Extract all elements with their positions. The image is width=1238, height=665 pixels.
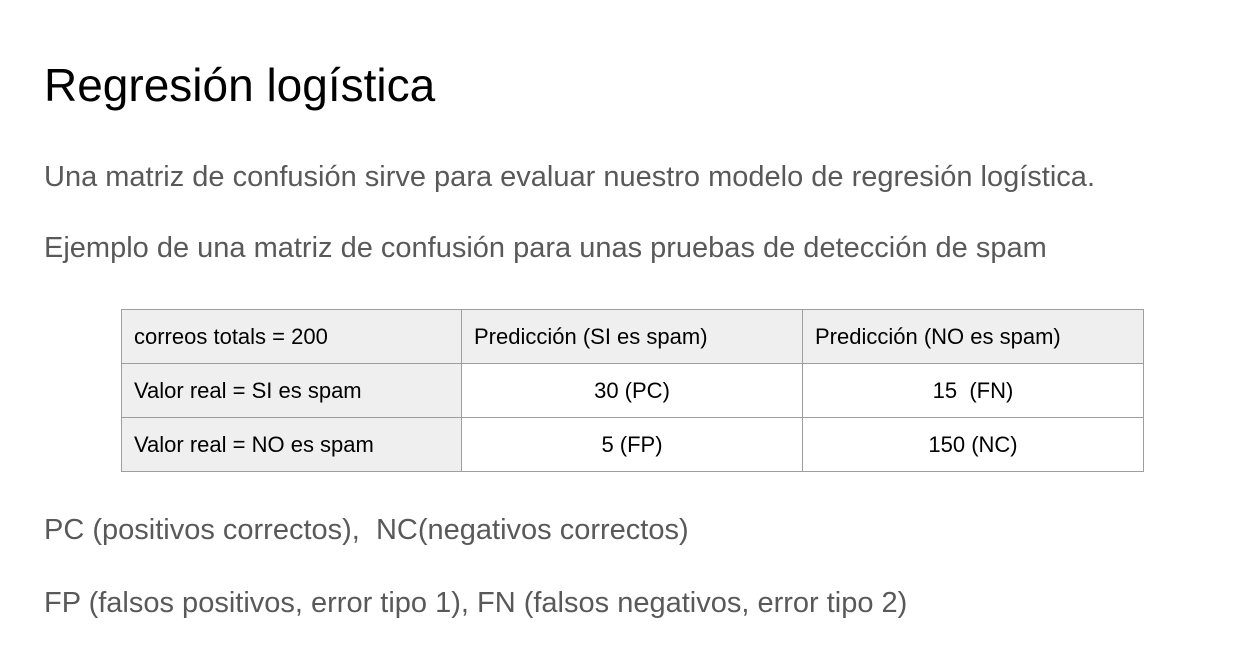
table-row: Valor real = SI es spam 30 (PC) 15 (FN) (121, 363, 1144, 418)
cell-true-negative: 150 (NC) (802, 417, 1144, 472)
corner-cell: correos totals = 200 (121, 309, 462, 364)
row-header-actual-yes: Valor real = SI es spam (121, 363, 462, 418)
example-text: Ejemplo de una matriz de confusión para … (44, 232, 1047, 264)
col-header-predicted-yes: Predicción (SI es spam) (461, 309, 803, 364)
table-header-row: correos totals = 200 Predicción (SI es s… (121, 309, 1144, 364)
intro-text: Una matriz de confusión sirve para evalu… (44, 161, 1095, 193)
legend-correct-text: PC (positivos correctos), NC(negativos c… (44, 514, 689, 546)
table-row: Valor real = NO es spam 5 (FP) 150 (NC) (121, 417, 1144, 472)
slide-title: Regresión logística (44, 59, 436, 111)
cell-false-positive: 5 (FP) (461, 417, 803, 472)
confusion-matrix-table: correos totals = 200 Predicción (SI es s… (121, 309, 1144, 472)
cell-false-negative: 15 (FN) (802, 363, 1144, 418)
col-header-predicted-no: Predicción (NO es spam) (802, 309, 1144, 364)
cell-true-positive: 30 (PC) (461, 363, 803, 418)
legend-errors-text: FP (falsos positivos, error tipo 1), FN … (44, 587, 908, 619)
row-header-actual-no: Valor real = NO es spam (121, 417, 462, 472)
